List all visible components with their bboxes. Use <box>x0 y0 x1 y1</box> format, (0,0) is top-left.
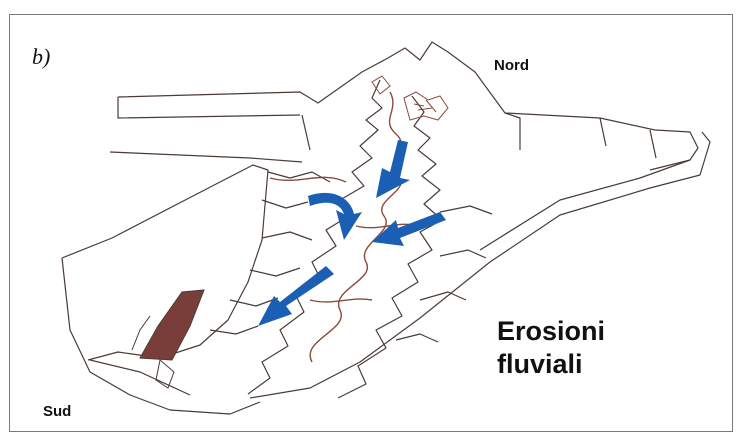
caption: Erosioni fluviali <box>497 315 605 381</box>
south-label: Sud <box>43 403 71 420</box>
panel-label: b) <box>32 44 50 70</box>
caption-line-1: Erosioni <box>497 315 605 348</box>
flow-arrow-curved <box>308 193 362 240</box>
flow-arrow-upper <box>376 140 410 198</box>
caption-line-2: fluviali <box>497 348 605 381</box>
upstream-debris <box>372 76 448 120</box>
north-label: Nord <box>494 57 529 74</box>
